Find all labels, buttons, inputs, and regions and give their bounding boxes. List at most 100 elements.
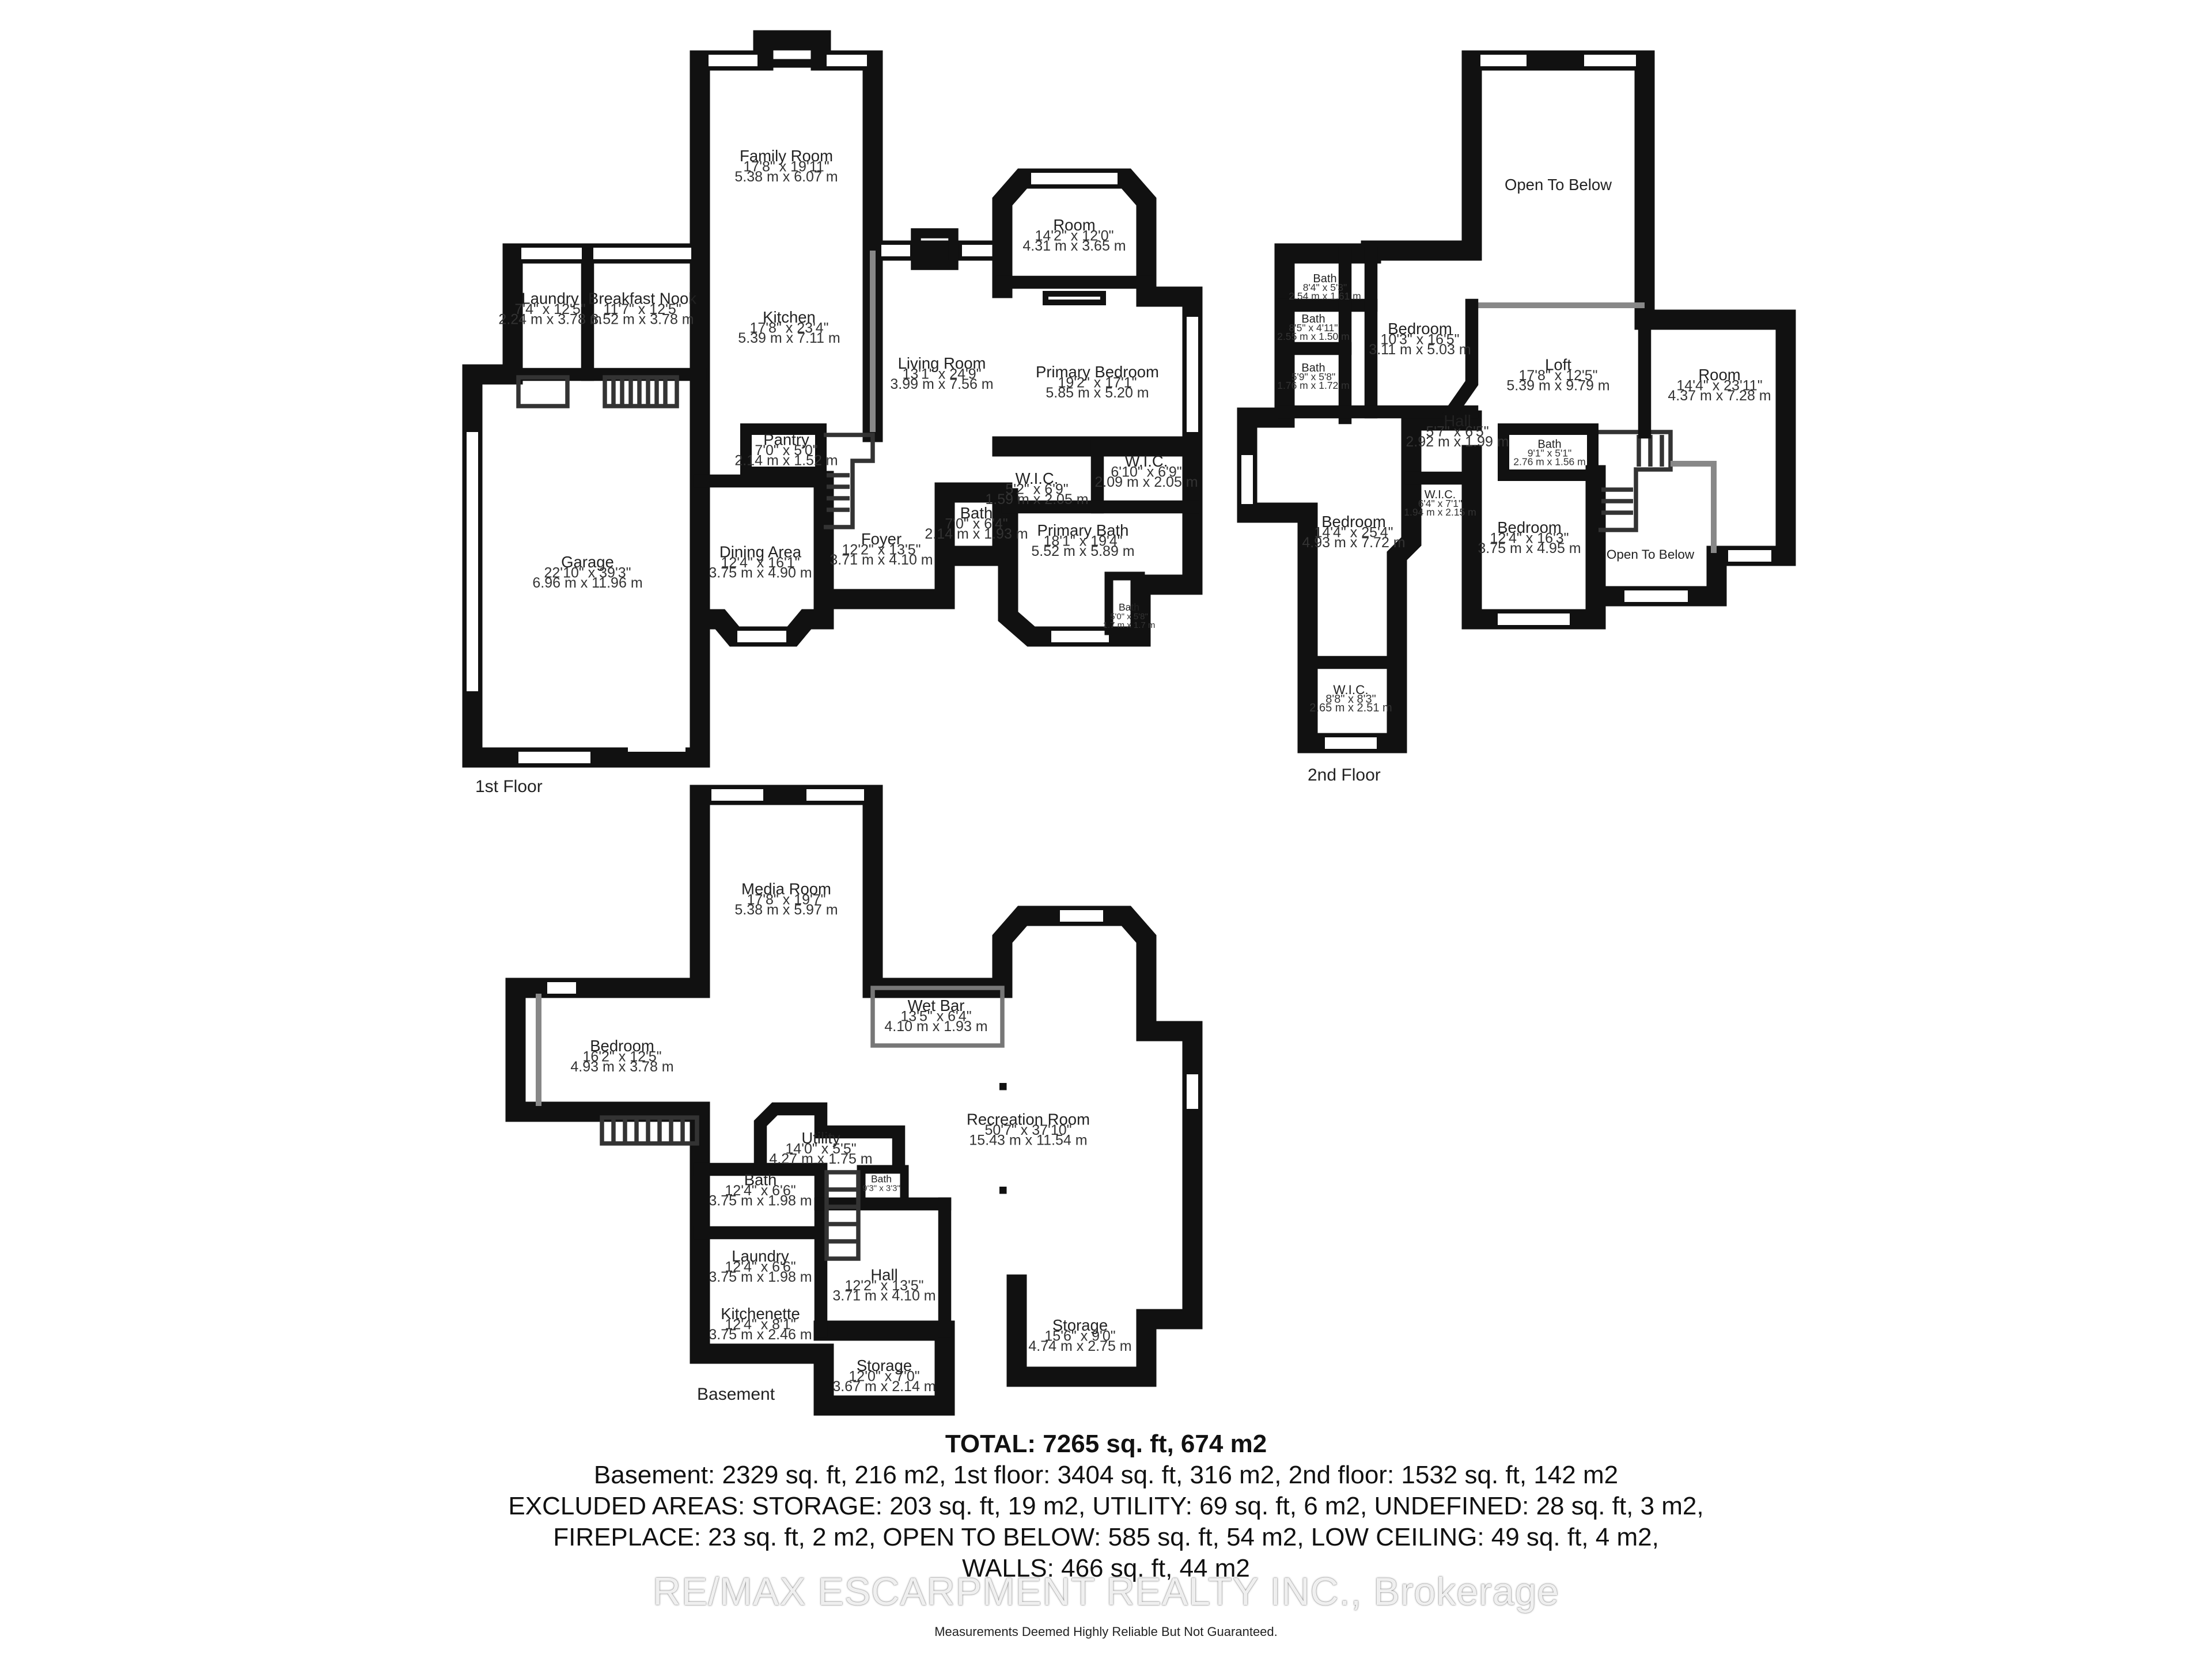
svg-text:5.39 m x 9.79 m: 5.39 m x 9.79 m bbox=[1506, 378, 1609, 394]
room-label-bath: Bath 7'0" x 6'4" 2.14 m x 1.93 m bbox=[925, 504, 1028, 542]
svg-text:2.14 m x 1.93 m: 2.14 m x 1.93 m bbox=[925, 526, 1028, 542]
svg-text:Bedroom: Bedroom bbox=[1497, 518, 1562, 536]
svg-text:4.37 m x 7.28 m: 4.37 m x 7.28 m bbox=[1668, 388, 1771, 404]
svg-text:Bath: Bath bbox=[1119, 601, 1139, 613]
room-label-storage-b: Storage 12'0" x 7'0" 3.67 m x 2.14 m bbox=[832, 1357, 935, 1395]
svg-text:Room: Room bbox=[1053, 216, 1095, 234]
svg-text:Garage: Garage bbox=[561, 553, 614, 571]
svg-text:9'3" x 3'3": 9'3" x 3'3" bbox=[862, 1184, 900, 1194]
svg-text:4.93 m x 3.78 m: 4.93 m x 3.78 m bbox=[570, 1059, 673, 1075]
svg-text:13'1" x 24'9": 13'1" x 24'9" bbox=[902, 366, 981, 382]
svg-text:12'4" x 8'1": 12'4" x 8'1" bbox=[725, 1317, 796, 1333]
svg-text:Bedroom: Bedroom bbox=[590, 1037, 654, 1055]
room-label-bath-d: Bath 9'1" x 5'1" 2.76 m x 1.56 m bbox=[1513, 438, 1585, 468]
svg-text:50'7" x 37'10": 50'7" x 37'10" bbox=[984, 1122, 1071, 1138]
room-label-living-room: Living Room 13'1" x 24'9" 3.99 m x 7.56 … bbox=[890, 354, 993, 392]
svg-text:5'9" x 5'8": 5'9" x 5'8" bbox=[1291, 371, 1336, 382]
svg-text:Bath: Bath bbox=[1537, 438, 1561, 451]
svg-text:12'2" x 13'5": 12'2" x 13'5" bbox=[844, 1278, 923, 1294]
room-label-family-room: Family Room 17'8" x 19'11" 5.38 m x 6.07… bbox=[734, 147, 838, 185]
svg-text:Media Room: Media Room bbox=[741, 880, 831, 898]
room-label-media-room: Media Room 17'8" x 19'7" 5.38 m x 5.97 m bbox=[734, 880, 838, 918]
svg-text:Utility: Utility bbox=[801, 1129, 840, 1147]
svg-text:3.75 m x 1.98 m: 3.75 m x 1.98 m bbox=[709, 1269, 812, 1285]
svg-text:4.74 m x 2.75 m: 4.74 m x 2.75 m bbox=[1028, 1338, 1131, 1354]
svg-text:Kitchen: Kitchen bbox=[763, 308, 816, 326]
svg-text:W.I.C.: W.I.C. bbox=[1016, 469, 1059, 487]
room-label-bath-basement-a: Bath 12'4" x 6'6" 3.75 m x 1.98 m bbox=[709, 1171, 812, 1209]
svg-text:12'2" x 13'5": 12'2" x 13'5" bbox=[842, 542, 921, 558]
svg-text:8'4" x 5'3": 8'4" x 5'3" bbox=[1303, 282, 1347, 293]
room-label-recreation-room: Recreation Room 50'7" x 37'10" 15.43 m x… bbox=[967, 1111, 1090, 1149]
svg-text:4.27 m x 1.75 m: 4.27 m x 1.75 m bbox=[769, 1151, 872, 1167]
svg-text:Bedroom: Bedroom bbox=[1321, 513, 1386, 531]
svg-text:14'4" x 25'4": 14'4" x 25'4" bbox=[1314, 525, 1393, 541]
svg-text:4.93 m x 7.72 m: 4.93 m x 7.72 m bbox=[1302, 535, 1405, 551]
svg-text:5.38 m x 6.07 m: 5.38 m x 6.07 m bbox=[734, 169, 838, 185]
svg-text:Wet Bar: Wet Bar bbox=[908, 997, 965, 1014]
svg-text:Room: Room bbox=[1698, 366, 1740, 384]
svg-text:3.75 m x 4.95 m: 3.75 m x 4.95 m bbox=[1478, 540, 1581, 556]
svg-text:5'0" x 5'8": 5'0" x 5'8" bbox=[1110, 612, 1148, 622]
room-label-hall-2nd: Hall 5'7" x 6'5" 2.92 m x 1.99 m bbox=[1406, 412, 1509, 450]
svg-text:5.38 m x 5.97 m: 5.38 m x 5.97 m bbox=[734, 902, 838, 918]
svg-text:Bath: Bath bbox=[744, 1171, 777, 1189]
svg-text:Laundry: Laundry bbox=[521, 290, 579, 308]
svg-text:Bath: Bath bbox=[1313, 272, 1336, 285]
room-label-bath-small: Bath 5'0" x 5'8" 1.7 m x 1.7 m bbox=[1103, 601, 1156, 630]
room-label-kitchenette: Kitchenette 12'4" x 8'1" 3.75 m x 2.46 m bbox=[709, 1305, 812, 1343]
second-floor-label: 2nd Floor bbox=[1308, 766, 1381, 785]
svg-text:12'4" x 6'6": 12'4" x 6'6" bbox=[725, 1183, 796, 1199]
svg-text:5.39 m x 7.11 m: 5.39 m x 7.11 m bbox=[738, 330, 840, 346]
room-label-laundry-basement: Laundry 12'4" x 6'6" 3.75 m x 1.98 m bbox=[709, 1247, 812, 1285]
svg-text:Dining Area: Dining Area bbox=[719, 543, 802, 561]
svg-text:15.43 m x 11.54 m: 15.43 m x 11.54 m bbox=[969, 1132, 1087, 1149]
room-label-storage-a: Storage 15'6" x 9'0" 4.74 m x 2.75 m bbox=[1028, 1316, 1131, 1354]
svg-text:3.99 m x 7.56 m: 3.99 m x 7.56 m bbox=[890, 376, 993, 392]
first-floor-plan: 1st Floor Family Room 17'8" x 19'11" 5.3… bbox=[462, 30, 1203, 796]
svg-text:1.76 m x 1.72 m: 1.76 m x 1.72 m bbox=[1277, 380, 1349, 391]
svg-text:2.76 m x 1.56 m: 2.76 m x 1.56 m bbox=[1513, 456, 1585, 468]
room-label-room-2nd: Room 14'4" x 23'11" 4.37 m x 7.28 m bbox=[1668, 366, 1771, 404]
svg-text:1.59 m x 2.05 m: 1.59 m x 2.05 m bbox=[985, 491, 1088, 507]
svg-text:Kitchenette: Kitchenette bbox=[721, 1305, 800, 1323]
svg-text:Laundry: Laundry bbox=[732, 1247, 789, 1265]
measurement-disclaimer: Measurements Deemed Highly Reliable But … bbox=[934, 1624, 1278, 1639]
svg-text:18'1" x 19'4": 18'1" x 19'4" bbox=[1043, 533, 1122, 550]
svg-text:W.I.C.: W.I.C. bbox=[1125, 452, 1168, 470]
room-label-laundry: Laundry 7'4" x 12'5" 2.24 m x 3.78 m bbox=[498, 290, 601, 328]
svg-text:W.I.C.: W.I.C. bbox=[1425, 488, 1456, 501]
svg-text:22'10" x 39'3": 22'10" x 39'3" bbox=[544, 565, 631, 581]
svg-text:Hall: Hall bbox=[870, 1266, 897, 1284]
room-label-wic-left: W.I.C. 5'2" x 6'9" 1.59 m x 2.05 m bbox=[985, 469, 1088, 507]
svg-text:17'8" x 19'7": 17'8" x 19'7" bbox=[747, 892, 825, 908]
svg-text:13'5" x 6'4": 13'5" x 6'4" bbox=[900, 1009, 971, 1025]
room-label-pantry: Pantry 7'0" x 5'0" 2.14 m x 1.52 m bbox=[734, 431, 838, 469]
room-label-bedroom-b: Bedroom 14'4" x 25'4" 4.93 m x 7.72 m bbox=[1302, 513, 1405, 551]
svg-text:Bath: Bath bbox=[871, 1173, 892, 1185]
brokerage-watermark: RE/MAX ESCARPMENT REALTY INC., Brokerage bbox=[652, 1570, 1560, 1613]
svg-text:14'4" x 23'11": 14'4" x 23'11" bbox=[1676, 378, 1762, 394]
svg-text:5.52 m x 5.89 m: 5.52 m x 5.89 m bbox=[1031, 543, 1134, 559]
svg-text:12'4" x 16'1": 12'4" x 16'1" bbox=[721, 555, 800, 571]
svg-text:14'2" x 12'0": 14'2" x 12'0" bbox=[1035, 228, 1113, 244]
first-floor-label: 1st Floor bbox=[475, 777, 543, 796]
excluded-areas-line-3: WALLS: 466 sq. ft, 44 m2 bbox=[962, 1554, 1250, 1582]
total-area: TOTAL: 7265 sq. ft, 674 m2 bbox=[945, 1430, 1267, 1458]
room-label-bedroom-a: Bedroom 10'3" x 16'5" 3.11 m x 5.03 m bbox=[1369, 320, 1471, 358]
svg-text:3.75 m x 1.98 m: 3.75 m x 1.98 m bbox=[709, 1193, 812, 1209]
svg-text:3.67 m x 2.14 m: 3.67 m x 2.14 m bbox=[832, 1378, 935, 1395]
room-label-breakfast-nook: Breakfast Nook 11'7" x 12'5" 3.52 m x 3.… bbox=[588, 290, 696, 328]
svg-text:12'0" x 7'0": 12'0" x 7'0" bbox=[849, 1369, 919, 1385]
svg-text:15'6" x 9'0": 15'6" x 9'0" bbox=[1044, 1328, 1115, 1344]
svg-text:4.31 m x 3.65 m: 4.31 m x 3.65 m bbox=[1022, 238, 1126, 254]
svg-text:17'8" x 12'5": 17'8" x 12'5" bbox=[1518, 368, 1597, 384]
svg-text:10'3" x 16'5": 10'3" x 16'5" bbox=[1380, 332, 1459, 348]
svg-text:2.24 m x 3.78 m: 2.24 m x 3.78 m bbox=[498, 312, 601, 328]
svg-text:9'1" x 5'1": 9'1" x 5'1" bbox=[1528, 448, 1572, 459]
svg-text:Open To Below: Open To Below bbox=[1505, 176, 1612, 194]
svg-text:7'0" x 5'0": 7'0" x 5'0" bbox=[755, 442, 817, 459]
svg-text:Open To Below: Open To Below bbox=[1607, 547, 1695, 562]
svg-text:3.75 m x 2.46 m: 3.75 m x 2.46 m bbox=[709, 1327, 812, 1343]
